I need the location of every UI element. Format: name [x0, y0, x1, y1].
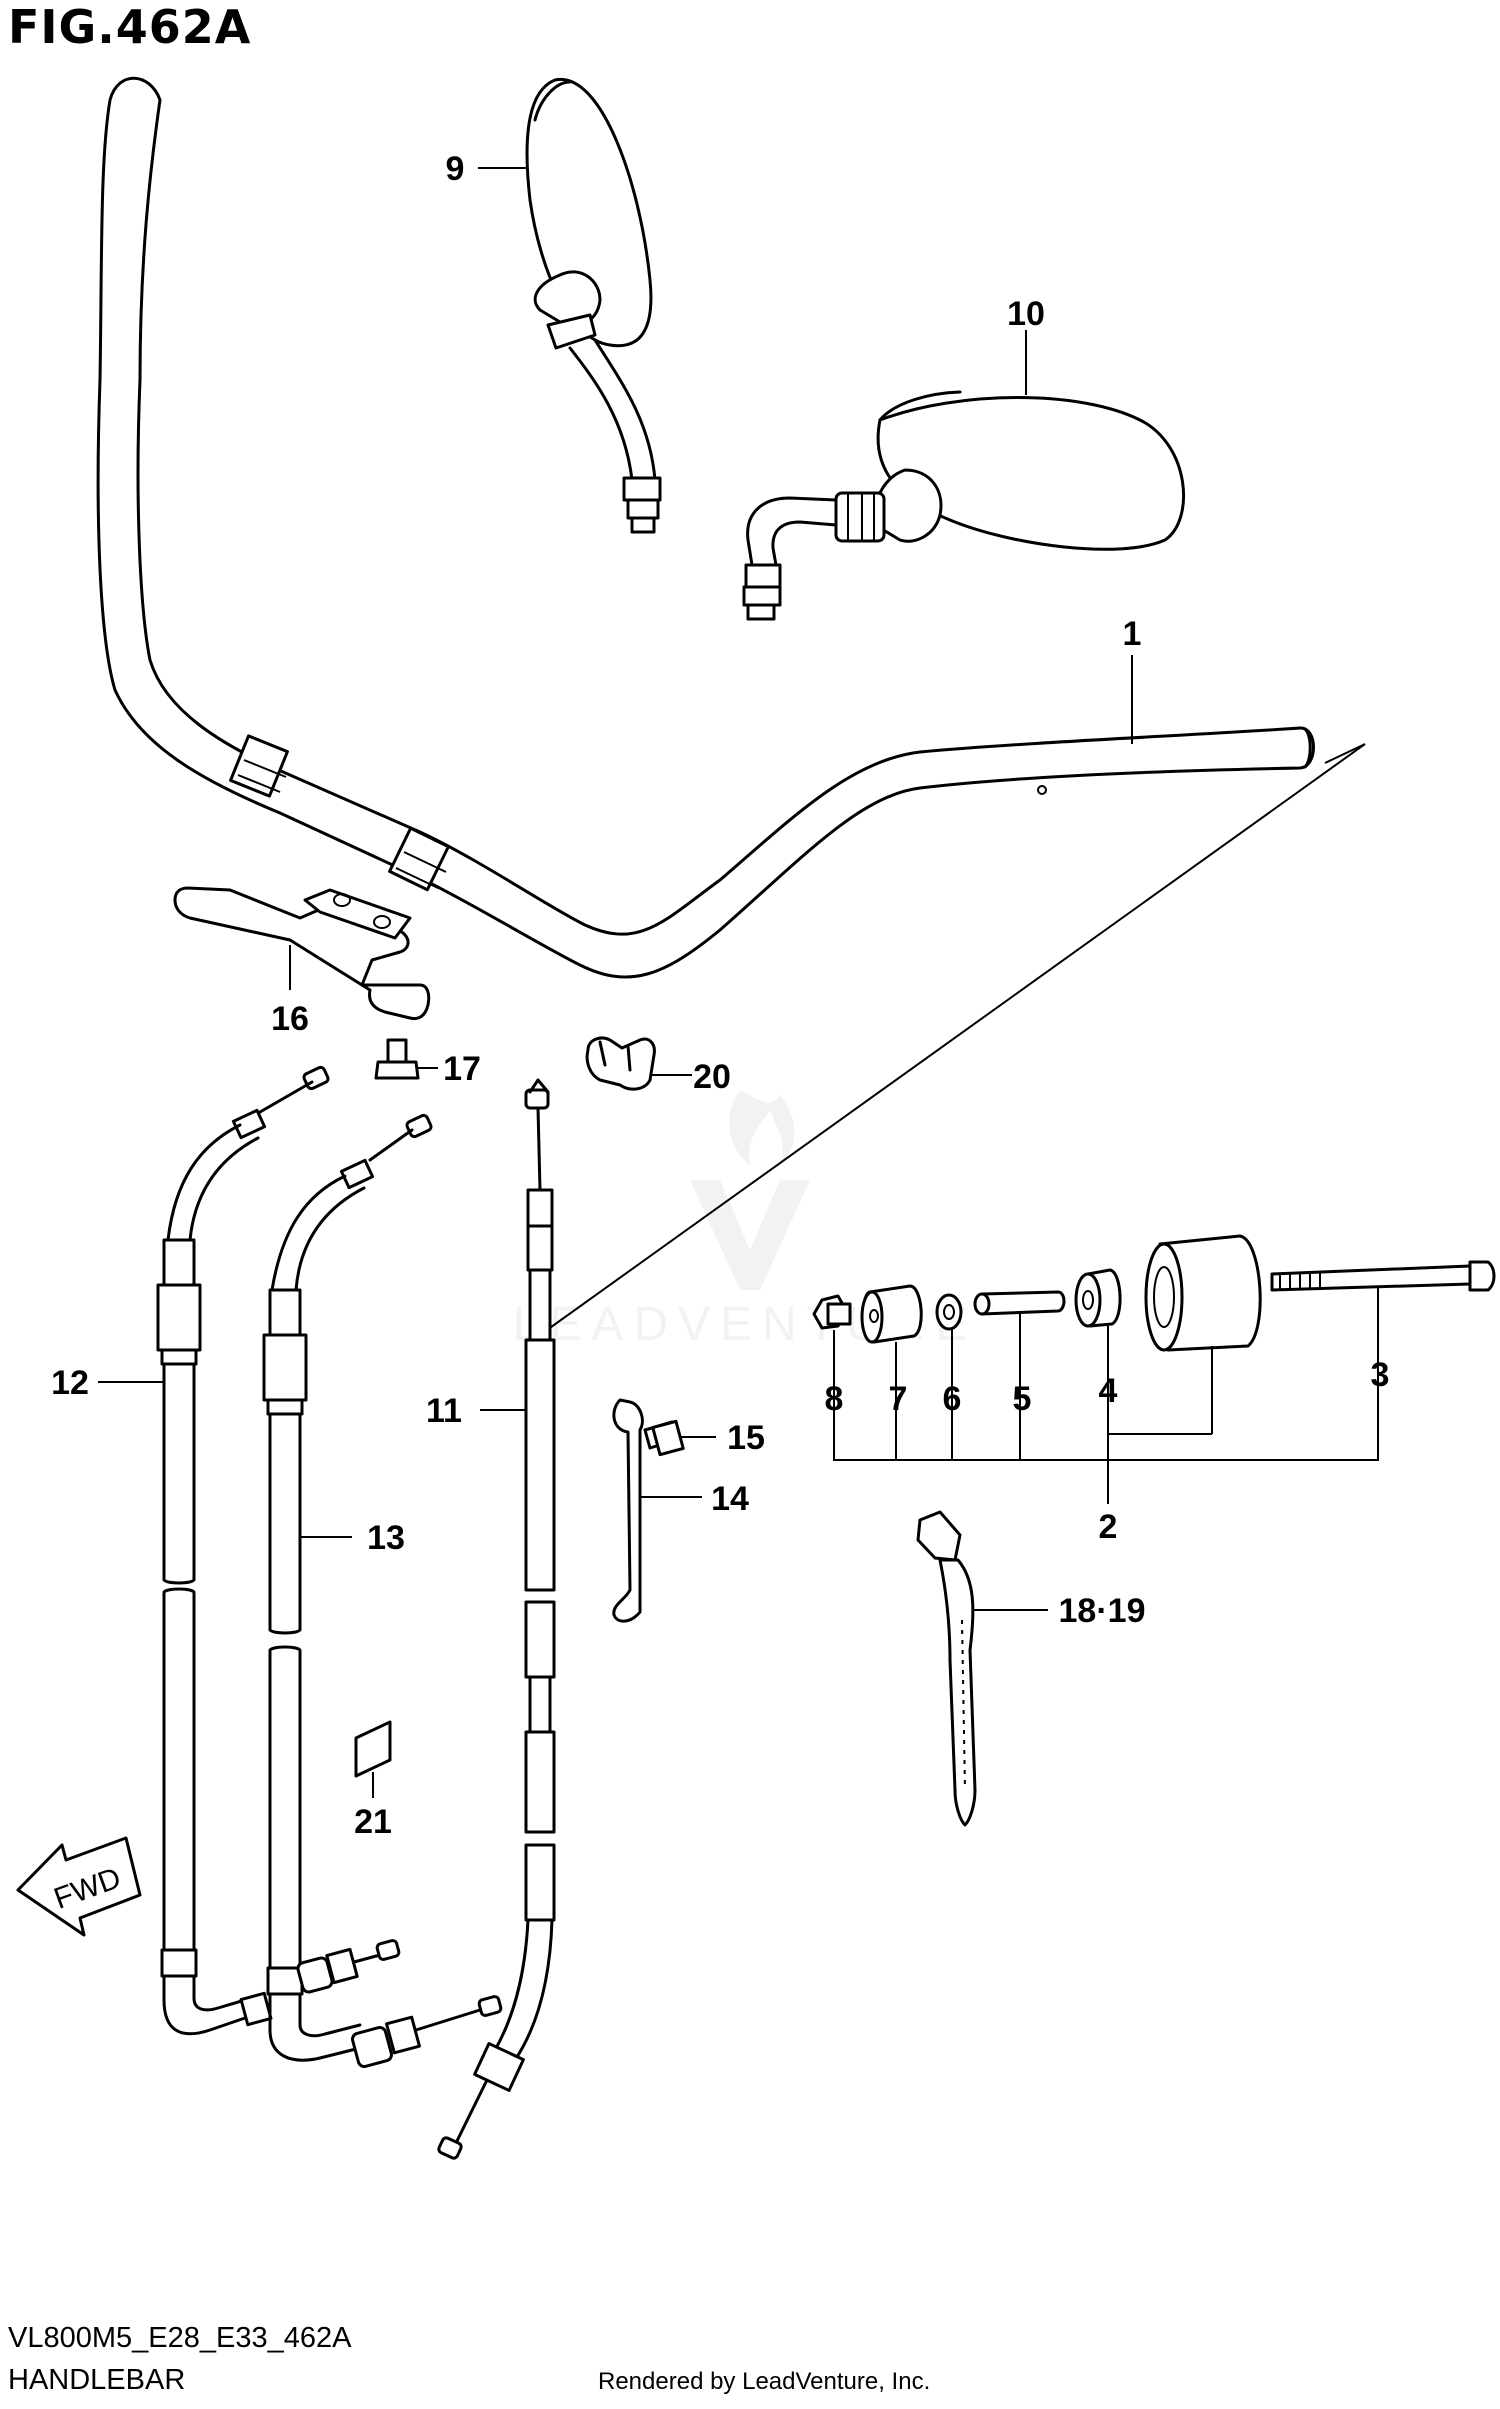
- callout-labels: 1 2 3 4 5 6 7 8 9 10 11 12 13 14 15 16 1…: [51, 150, 1389, 1841]
- figure-title: FIG.462A: [8, 0, 252, 54]
- washer-6-part: [935, 1293, 963, 1331]
- clutch-cable-11-part: [437, 1078, 556, 2160]
- balancer-assembly: [812, 1234, 1496, 1504]
- callout-11: 11: [426, 1392, 462, 1430]
- callout-14: 14: [711, 1480, 749, 1518]
- callout-12: 12: [51, 1364, 89, 1402]
- throttle-cable-13-part: [262, 1113, 503, 2068]
- callout-16: 16: [271, 1000, 309, 1038]
- figure-name: HANDLEBAR: [8, 2364, 186, 2396]
- callout-15: 15: [727, 1419, 765, 1457]
- figure-code: VL800M5_E28_E33_462A: [8, 2322, 352, 2354]
- callout-8: 8: [825, 1380, 844, 1418]
- callout-6: 6: [943, 1380, 962, 1418]
- bolt-3-part: [1270, 1260, 1496, 1292]
- handlebar-part: [96, 76, 1315, 979]
- callout-2: 2: [1099, 1508, 1118, 1546]
- callout-7: 7: [889, 1380, 908, 1418]
- callout-5: 5: [1013, 1380, 1032, 1418]
- mirror-left-part: [478, 77, 662, 534]
- cushion-7-part: [860, 1284, 923, 1344]
- leadventure-watermark: LEADVENTURE: [513, 1090, 967, 1351]
- callout-4: 4: [1099, 1372, 1118, 1410]
- bolt-17-part: [374, 1038, 438, 1080]
- callout-1: 1: [1123, 615, 1142, 653]
- clamp-20-part: [585, 1036, 692, 1091]
- rendered-by-credit: Rendered by LeadVenture, Inc.: [598, 2368, 931, 2395]
- handlebar-end-leaders: [539, 743, 1366, 1336]
- label-21-part: [354, 1720, 392, 1798]
- callout-17: 17: [443, 1050, 481, 1088]
- callout-20: 20: [693, 1058, 731, 1096]
- callout-13: 13: [367, 1519, 405, 1557]
- nut-8-part: [812, 1294, 852, 1330]
- callout-18-19: 18·19: [1059, 1592, 1146, 1630]
- throttle-cable-12-part: [98, 1065, 330, 2036]
- spacer-5-part: [973, 1290, 1066, 1316]
- callout-10: 10: [1007, 295, 1045, 333]
- forward-arrow-icon: FWD: [16, 1836, 142, 1937]
- tie-strap-part: [916, 1510, 1048, 1827]
- weight-part: [1144, 1234, 1262, 1352]
- mirror-right-part: [742, 330, 1186, 621]
- screw-15-part: [643, 1419, 716, 1457]
- clip-14-part: [612, 1398, 702, 1623]
- collar-4-part: [1074, 1268, 1122, 1328]
- callout-3: 3: [1371, 1356, 1390, 1394]
- callout-21: 21: [354, 1803, 392, 1841]
- callout-9: 9: [446, 150, 465, 188]
- bracket-part: [173, 886, 431, 1021]
